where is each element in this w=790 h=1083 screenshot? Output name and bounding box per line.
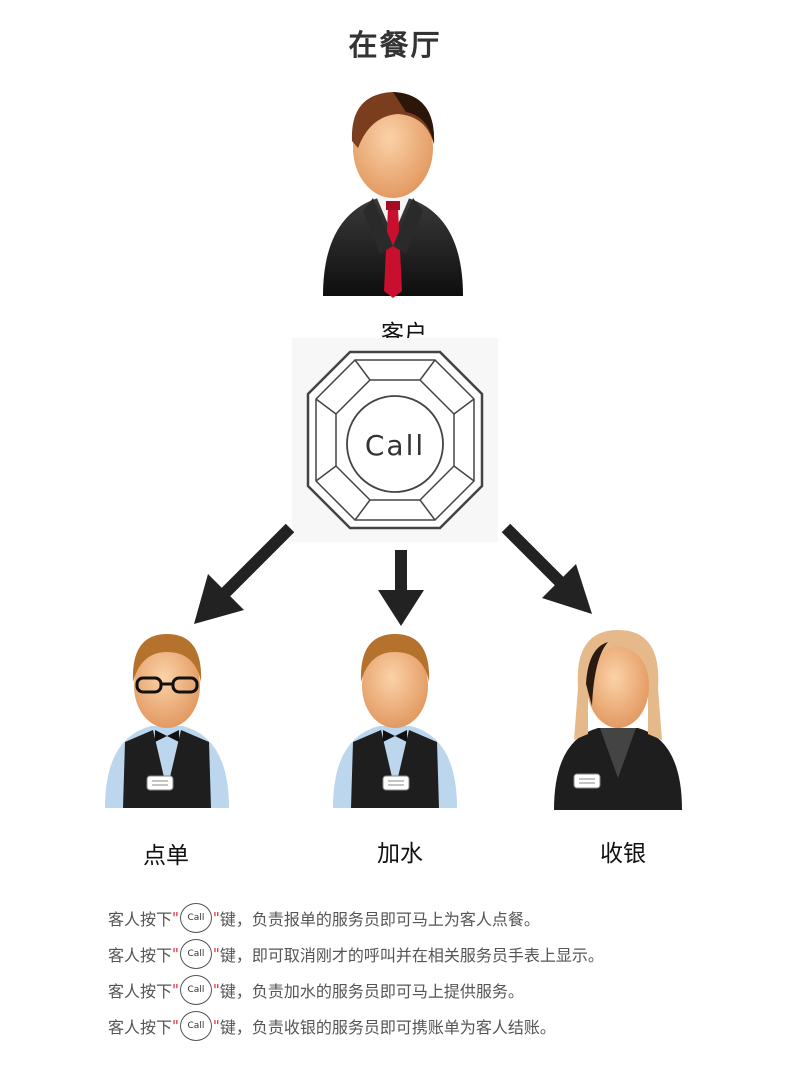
call-button-label: Call (365, 429, 425, 462)
instruction-item: 客人按下"Call"键，负责报单的服务员即可马上为客人点餐。 (108, 900, 748, 936)
arrow-left-icon (194, 523, 295, 624)
waiter-avatar-icon (333, 634, 457, 808)
arrow-right-icon (501, 523, 592, 614)
call-mini-icon: Call (179, 1011, 212, 1041)
customer-avatar-icon (323, 92, 463, 298)
page-title: 在餐厅 (348, 28, 442, 62)
call-mini-icon: Call (179, 903, 212, 933)
arrow-down-icon (378, 550, 424, 626)
staff-label-cashier: 收银 (600, 841, 646, 867)
call-mini-icon: Call (179, 939, 212, 969)
call-button-diagram: Call (292, 338, 498, 542)
flow-arrows (194, 523, 592, 626)
instruction-item: 客人按下"Call"键，负责加水的服务员即可马上提供服务。 (108, 972, 748, 1008)
cashier-avatar-icon (554, 630, 682, 810)
instructions-list: 客人按下"Call"键，负责报单的服务员即可马上为客人点餐。 客人按下"Call… (108, 900, 748, 1044)
call-mini-icon: Call (179, 975, 212, 1005)
instruction-item: 客人按下"Call"键，负责收银的服务员即可携账单为客人结账。 (108, 1008, 748, 1044)
staff-label-order: 点单 (143, 843, 189, 869)
waiter-glasses-avatar-icon (105, 634, 229, 808)
staff-label-water: 加水 (377, 841, 423, 867)
instruction-item: 客人按下"Call"键，即可取消刚才的呼叫并在相关服务员手表上显示。 (108, 936, 748, 972)
